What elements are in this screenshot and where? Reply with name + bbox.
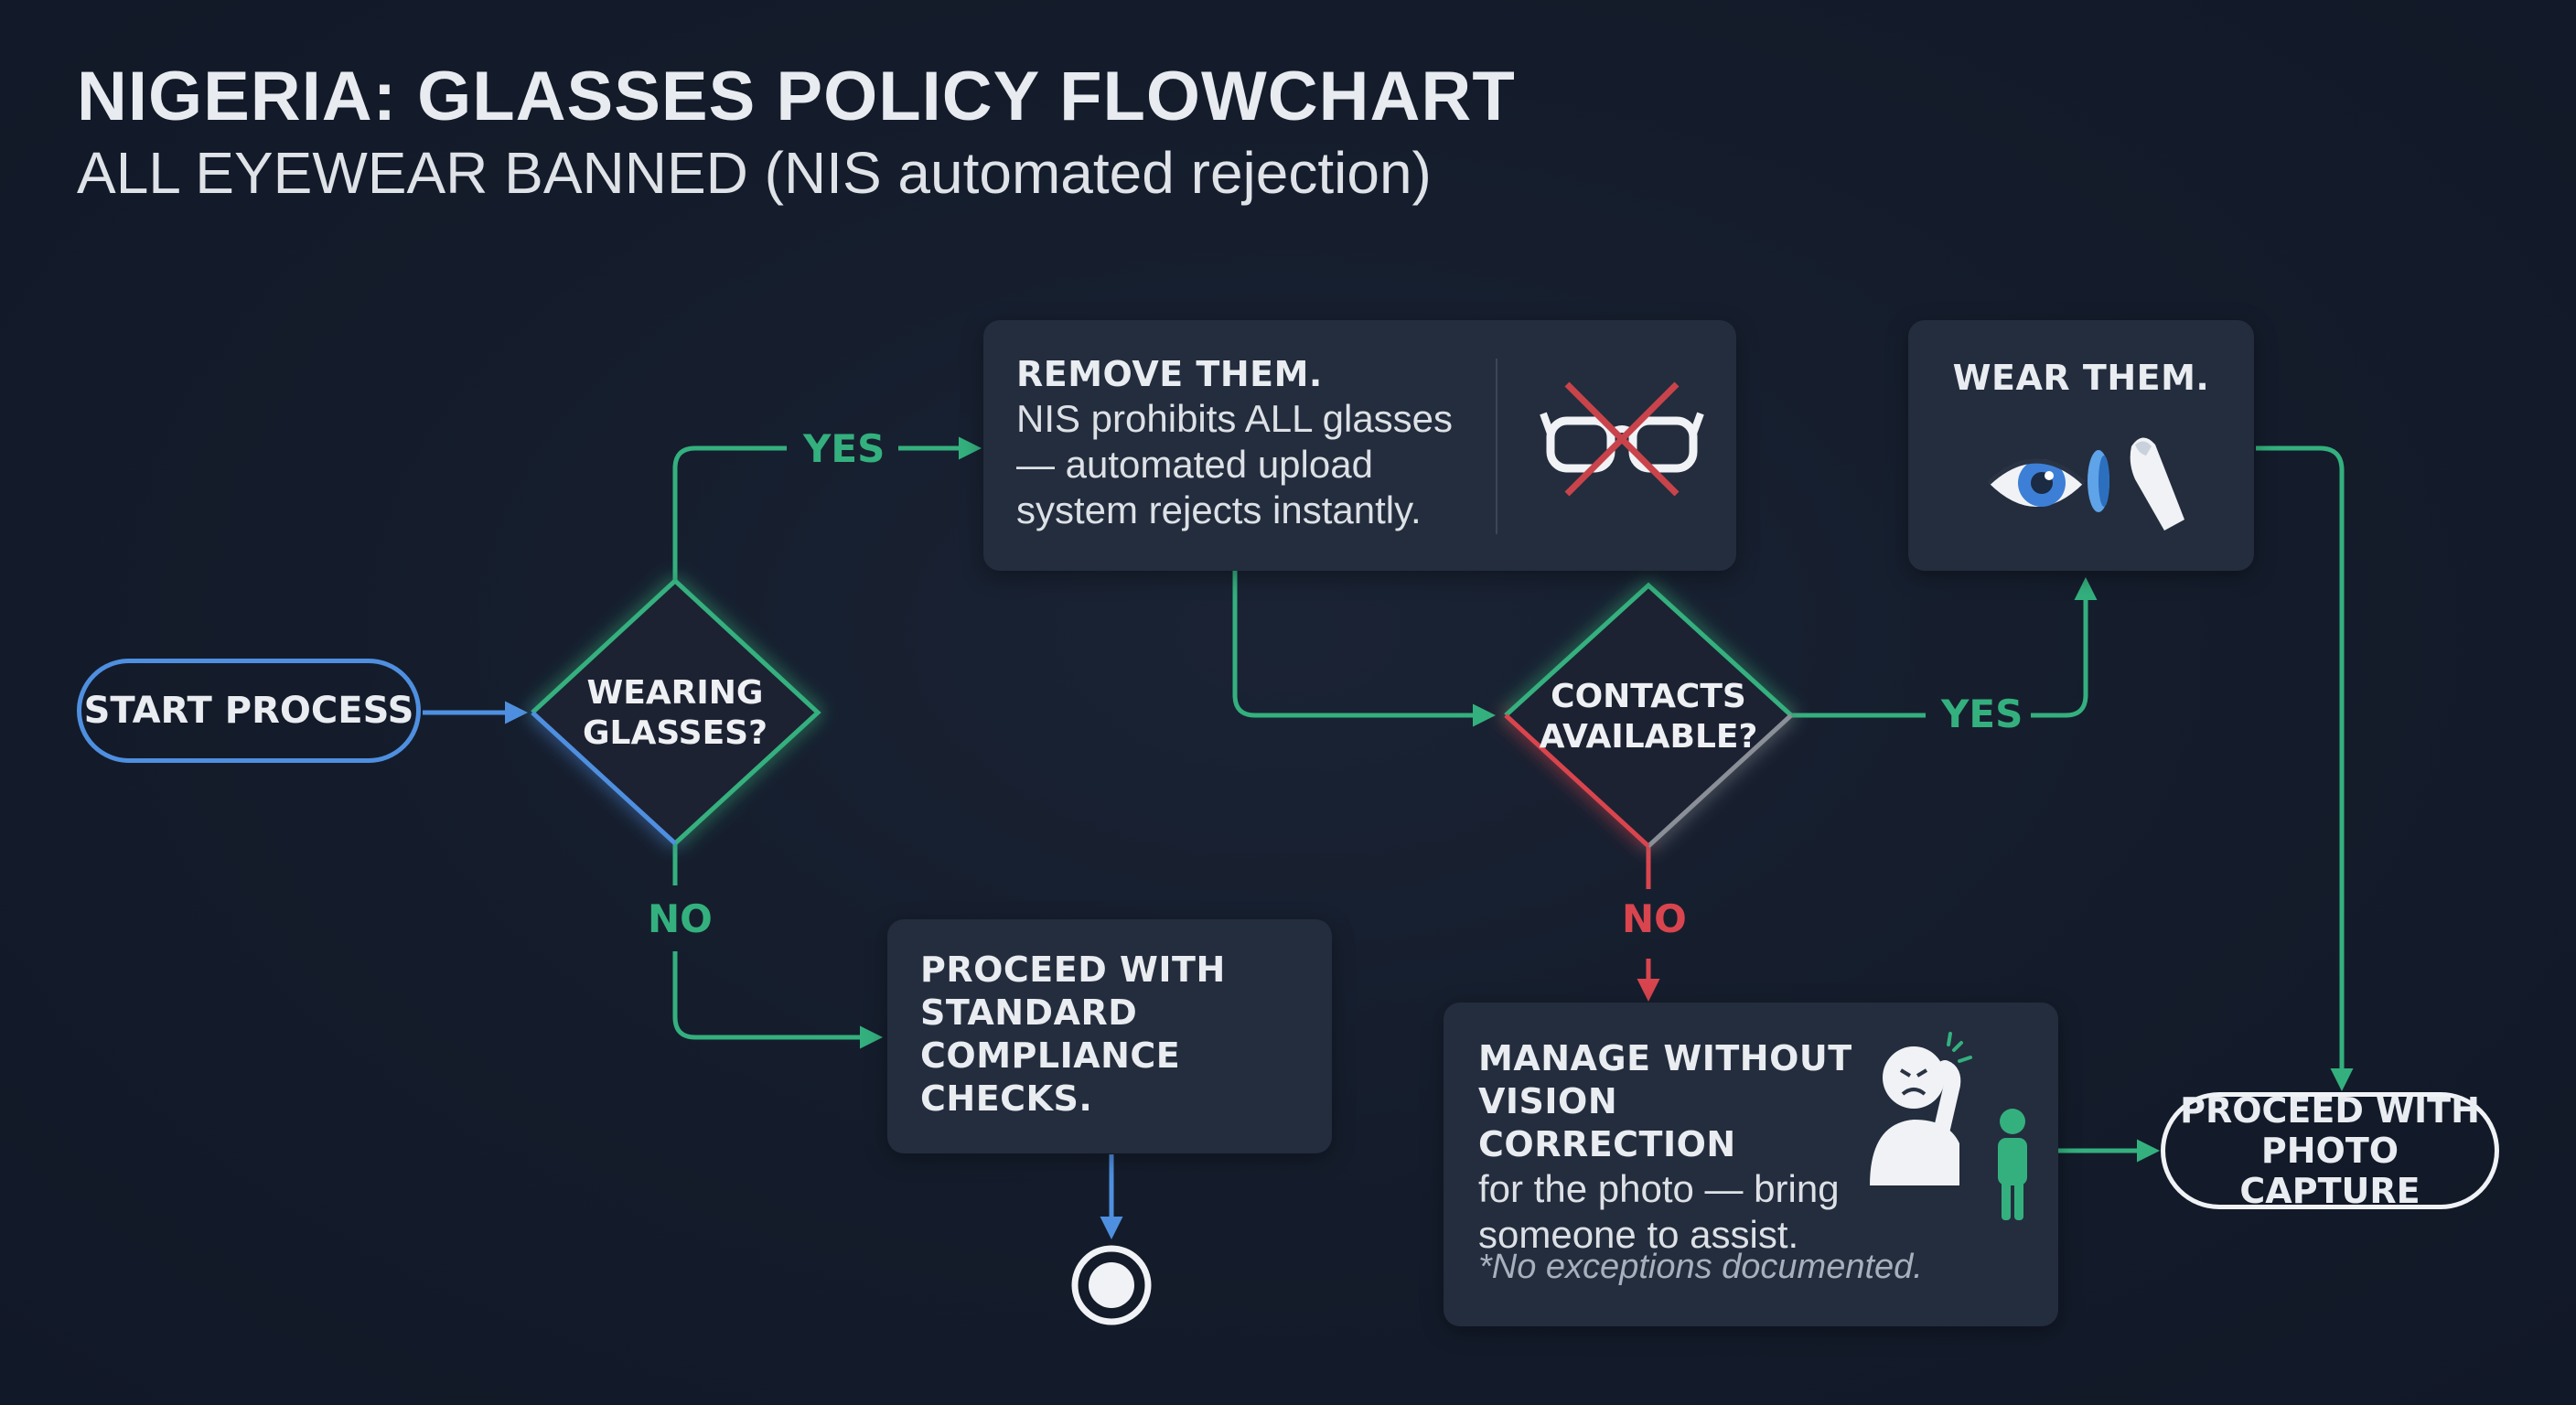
- connector-remove-to-contacts: [1232, 571, 1496, 727]
- connector-contacts-yes-up: [2031, 577, 2098, 718]
- decision-contacts-line-2: AVAILABLE?: [1539, 718, 1758, 756]
- end-node-icon: [1071, 1245, 1152, 1325]
- edge-label-contacts-no: NO: [1622, 896, 1687, 941]
- connector-glasses-yes: [672, 445, 787, 581]
- decision-contacts-line-1: CONTACTS: [1551, 678, 1746, 715]
- decision-contacts-label: CONTACTS AVAILABLE?: [1520, 677, 1776, 757]
- manage-heading: MANAGE WITHOUT VISION CORRECTION: [1478, 1038, 1852, 1164]
- decision-diamond-glasses: [531, 579, 821, 845]
- decision-diamond-contacts: [1504, 582, 1793, 848]
- start-process-node[interactable]: START PROCESS: [77, 659, 421, 763]
- page-subtitle: ALL EYEWEAR BANNED (NIS automated reject…: [77, 140, 1432, 206]
- decision-glasses-line-2: GLASSES?: [583, 714, 767, 752]
- photo-capture-label: PROCEED WITH PHOTO CAPTURE: [2180, 1090, 2480, 1211]
- struggling-person-with-helper-icon: [1870, 1032, 2027, 1220]
- edge-label-glasses-yes: YES: [803, 426, 886, 471]
- decision-glasses-label: WEARING GLASSES?: [556, 673, 794, 754]
- remove-glasses-box: REMOVE THEM. NIS prohibits ALL glasses —…: [983, 320, 1736, 571]
- page-title: NIGERIA: GLASSES POLICY FLOWCHART: [77, 58, 1516, 135]
- crossed-out-glasses-icon: [1540, 381, 1704, 497]
- connector-glasses-no: [672, 951, 883, 1049]
- connector-wear-to-photo: [2256, 445, 2354, 1091]
- manage-without-correction-box: MANAGE WITHOUT VISION CORRECTION for the…: [1444, 1003, 2058, 1326]
- manage-body: for the photo — bring someone to assist.: [1478, 1167, 1840, 1256]
- standard-compliance-box: PROCEED WITH STANDARD COMPLIANCE CHECKS.: [887, 919, 1332, 1153]
- wear-contacts-heading: WEAR THEM.: [1952, 358, 2210, 398]
- wear-contacts-box: WEAR THEM.: [1908, 320, 2254, 571]
- standard-compliance-heading: PROCEED WITH STANDARD COMPLIANCE CHECKS.: [920, 949, 1226, 1119]
- edge-label-glasses-no: NO: [648, 896, 713, 941]
- edge-label-contacts-yes: YES: [1941, 692, 2023, 736]
- remove-glasses-heading: REMOVE THEM.: [1016, 354, 1323, 394]
- remove-glasses-body: NIS prohibits ALL glasses — automated up…: [1016, 397, 1454, 531]
- photo-capture-node[interactable]: PROCEED WITH PHOTO CAPTURE: [2161, 1090, 2499, 1211]
- start-process-label: START PROCESS: [83, 690, 414, 732]
- manage-note: *No exceptions documented.: [1478, 1248, 1923, 1286]
- eye-contact-lens-icon: [1987, 437, 2184, 531]
- decision-glasses-line-1: WEARING: [586, 674, 764, 712]
- divider: [1496, 359, 1497, 534]
